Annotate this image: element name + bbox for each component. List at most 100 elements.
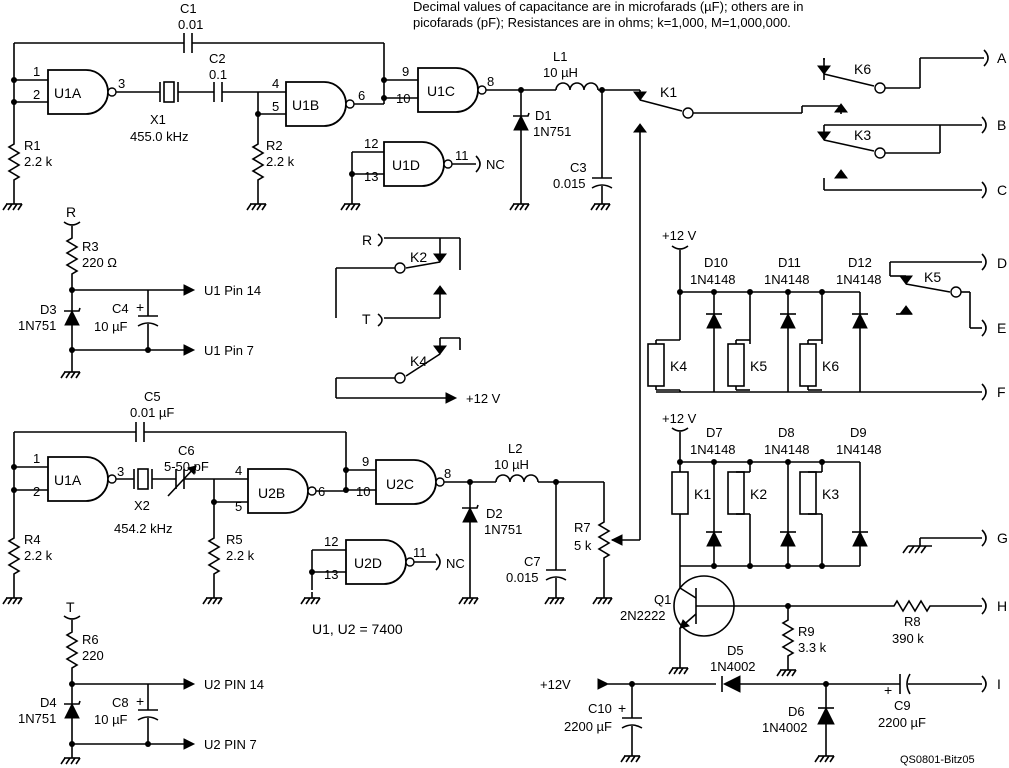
c8-plus: + [136,693,144,709]
coil-top-vcc: +12 V [662,228,697,243]
r5-label: R5 [226,532,243,547]
r6-value: 220 [82,648,104,663]
figure-credit: QS0801-Bitz05 [900,754,975,766]
u2a-pin-a: 1 [33,451,40,466]
d11-value: 1N4148 [764,272,810,287]
d4-value: 1N751 [18,711,56,726]
ic-type-note: U1, U2 = 7400 [312,621,403,637]
k2-label: K2 [410,249,427,265]
r3-value: 220 Ω [82,255,117,270]
connector-b: B [997,117,1006,133]
u1a-pin-b: 2 [33,87,40,102]
supply1-out2: U1 Pin 7 [204,343,254,358]
u1a-pin-out: 3 [118,76,125,91]
u2d-pin-b: 13 [324,567,338,582]
c7-label: C7 [524,554,541,569]
d2-label: D2 [486,506,503,521]
l1-value: 10 µH [543,65,578,80]
c9-plus: + [884,682,892,698]
c7-value: 0.015 [506,570,539,585]
d8-value: 1N4148 [764,442,810,457]
d11-label: D11 [778,255,801,270]
supply1-out1: U1 Pin 14 [204,283,261,298]
connector-i: I [997,676,1001,692]
u2a-pin-b: 2 [33,484,40,499]
c5-label: C5 [144,389,161,404]
connector-terminals: A B C D E F G H I [981,49,1008,693]
r7-value: 5 k [574,538,592,553]
k6-label: K6 [854,61,871,77]
c5-value: 0.01 µF [130,405,174,420]
r5-value: 2.2 k [226,548,255,563]
d12-label: D12 [848,255,872,270]
connector-c: C [997,182,1007,198]
u2a-pin-out: 3 [117,464,124,479]
connector-a: A [997,50,1007,66]
c10-value: 2200 µF [564,719,612,734]
c8-value: 10 µF [94,712,128,727]
u1b-pin-out: 6 [358,88,365,103]
u2c-label: U2C [386,476,414,492]
c8-label: C8 [112,695,129,710]
note-line-1: Decimal values of capacitance are in mic… [413,0,803,14]
u2d-pin-out: 11 [413,545,427,560]
c4-value: 10 µF [94,319,128,334]
c10-plus: + [618,700,626,716]
r2-label: R2 [266,138,283,153]
coil-bank-bottom: +12 V D7 1N4148 D8 1N4148 D9 1N4148 K1 K… [662,411,982,588]
d3-label: D3 [40,302,57,317]
u2c-pin-a: 9 [362,454,369,469]
c4-label: C4 [112,301,129,316]
d5-value: 1N4002 [710,659,756,674]
coil-k1-label: K1 [694,486,711,502]
u1b-pin-a: 4 [272,76,279,91]
l2-label: L2 [508,441,522,456]
relay-contacts-k2-k4: R K2 T K4 +12 V [335,232,501,406]
u1d-pin-a: 12 [364,136,378,151]
connector-h: H [997,598,1007,614]
d1-label: D1 [535,108,552,123]
d6-label: D6 [788,704,805,719]
u1d-nc: NC [486,157,505,172]
u1a-pin-a: 1 [33,64,40,79]
driver-stage: Q1 2N2222 R8 390 k R9 3.3 k +12V D5 1N40… [540,575,982,763]
k4-out-label: +12 V [466,391,501,406]
k1-label: K1 [660,84,677,100]
r4-label: R4 [24,532,41,547]
connector-f: F [997,384,1006,400]
u1d-label: U1D [392,157,420,173]
l2-value: 10 µH [494,457,529,472]
u2d-nc: NC [446,556,465,571]
k2-t-label: T [362,311,371,327]
r9-value: 3.3 k [798,640,827,655]
u2b-pin-b: 5 [235,499,242,514]
driver-vcc: +12V [540,677,571,692]
bottom-oscillator: C5 0.01 µF U1A 1 2 3 R4 2.2 k X2 454.2 k… [2,389,623,637]
r8-label: R8 [904,614,921,629]
r1-value: 2.2 k [24,154,53,169]
u1c-pin-out: 8 [487,74,494,89]
q1-value: 2N2222 [620,608,666,623]
r8-value: 390 k [892,631,924,646]
d10-value: 1N4148 [690,272,736,287]
note-line-2: picofarads (pF); Resistances are in ohms… [413,15,791,30]
x2-label: X2 [134,498,150,513]
u2b-label: U2B [258,485,285,501]
c4-plus: + [136,299,144,315]
coil-k2-label: K2 [750,486,767,502]
c1-value: 0.01 [178,17,203,32]
supply2-node: T [66,599,75,615]
q1-label: Q1 [654,592,671,607]
u2d-label: U2D [354,555,382,571]
u1a-label: U1A [54,85,82,101]
d5-label: D5 [727,643,744,658]
top-oscillator: C1 0.01 U1A 1 2 3 R1 2.2 k X1 455.0 kHz … [2,1,640,211]
c9-value: 2200 µF [878,715,926,730]
c6-value: 5-50 pF [164,459,209,474]
x2-value: 454.2 kHz [114,521,173,536]
d4-label: D4 [40,695,57,710]
d9-label: D9 [850,425,867,440]
u1c-pin-a: 9 [402,64,409,79]
r3-label: R3 [82,239,99,254]
